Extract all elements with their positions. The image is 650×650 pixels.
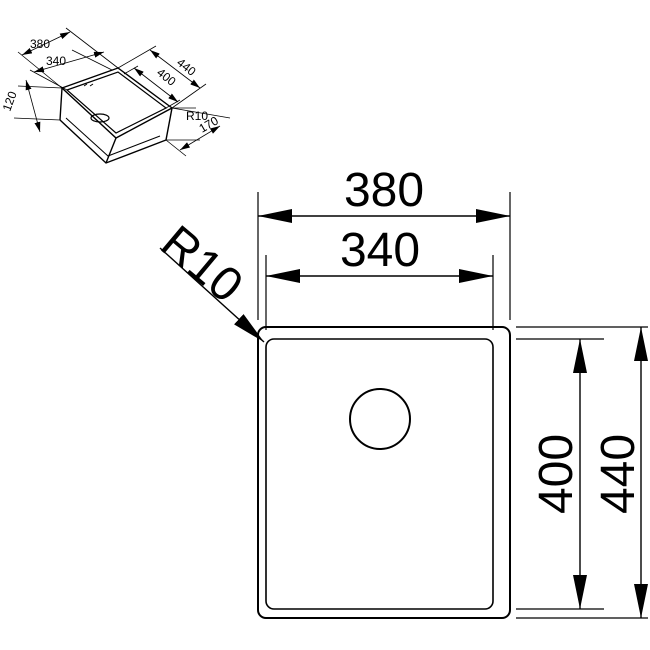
drain-icon [349, 388, 411, 450]
plan-view: 380 340 R10 400 440 [151, 164, 648, 619]
label-380: 380 [344, 164, 424, 217]
perspective-dim-340 [29, 49, 113, 91]
perspective-dim-170 [165, 107, 231, 157]
perspective-label-440: 440 [174, 55, 199, 79]
perspective-label-120: 120 [0, 89, 20, 113]
perspective-dim-120 [13, 79, 63, 133]
label-400: 400 [530, 434, 583, 514]
sink-inner-outline [265, 338, 494, 610]
label-r10: R10 [151, 216, 253, 313]
dim-r10 [159, 247, 265, 343]
label-340: 340 [340, 224, 420, 277]
perspective-label-r10: R10 [186, 109, 208, 123]
sink-outer-outline [257, 326, 511, 619]
perspective-drain-icon [90, 113, 110, 123]
dim-440 [516, 326, 648, 619]
dim-340 [265, 255, 494, 330]
dim-400 [516, 338, 604, 610]
perspective-label-340: 340 [46, 54, 66, 68]
perspective-dim-400 [123, 65, 181, 109]
perspective-sink-outline [59, 67, 174, 164]
label-440: 440 [592, 434, 645, 514]
dim-380 [257, 192, 511, 320]
perspective-label-380: 380 [30, 37, 50, 51]
perspective-view: 380 340 440 400 120 [0, 27, 231, 164]
